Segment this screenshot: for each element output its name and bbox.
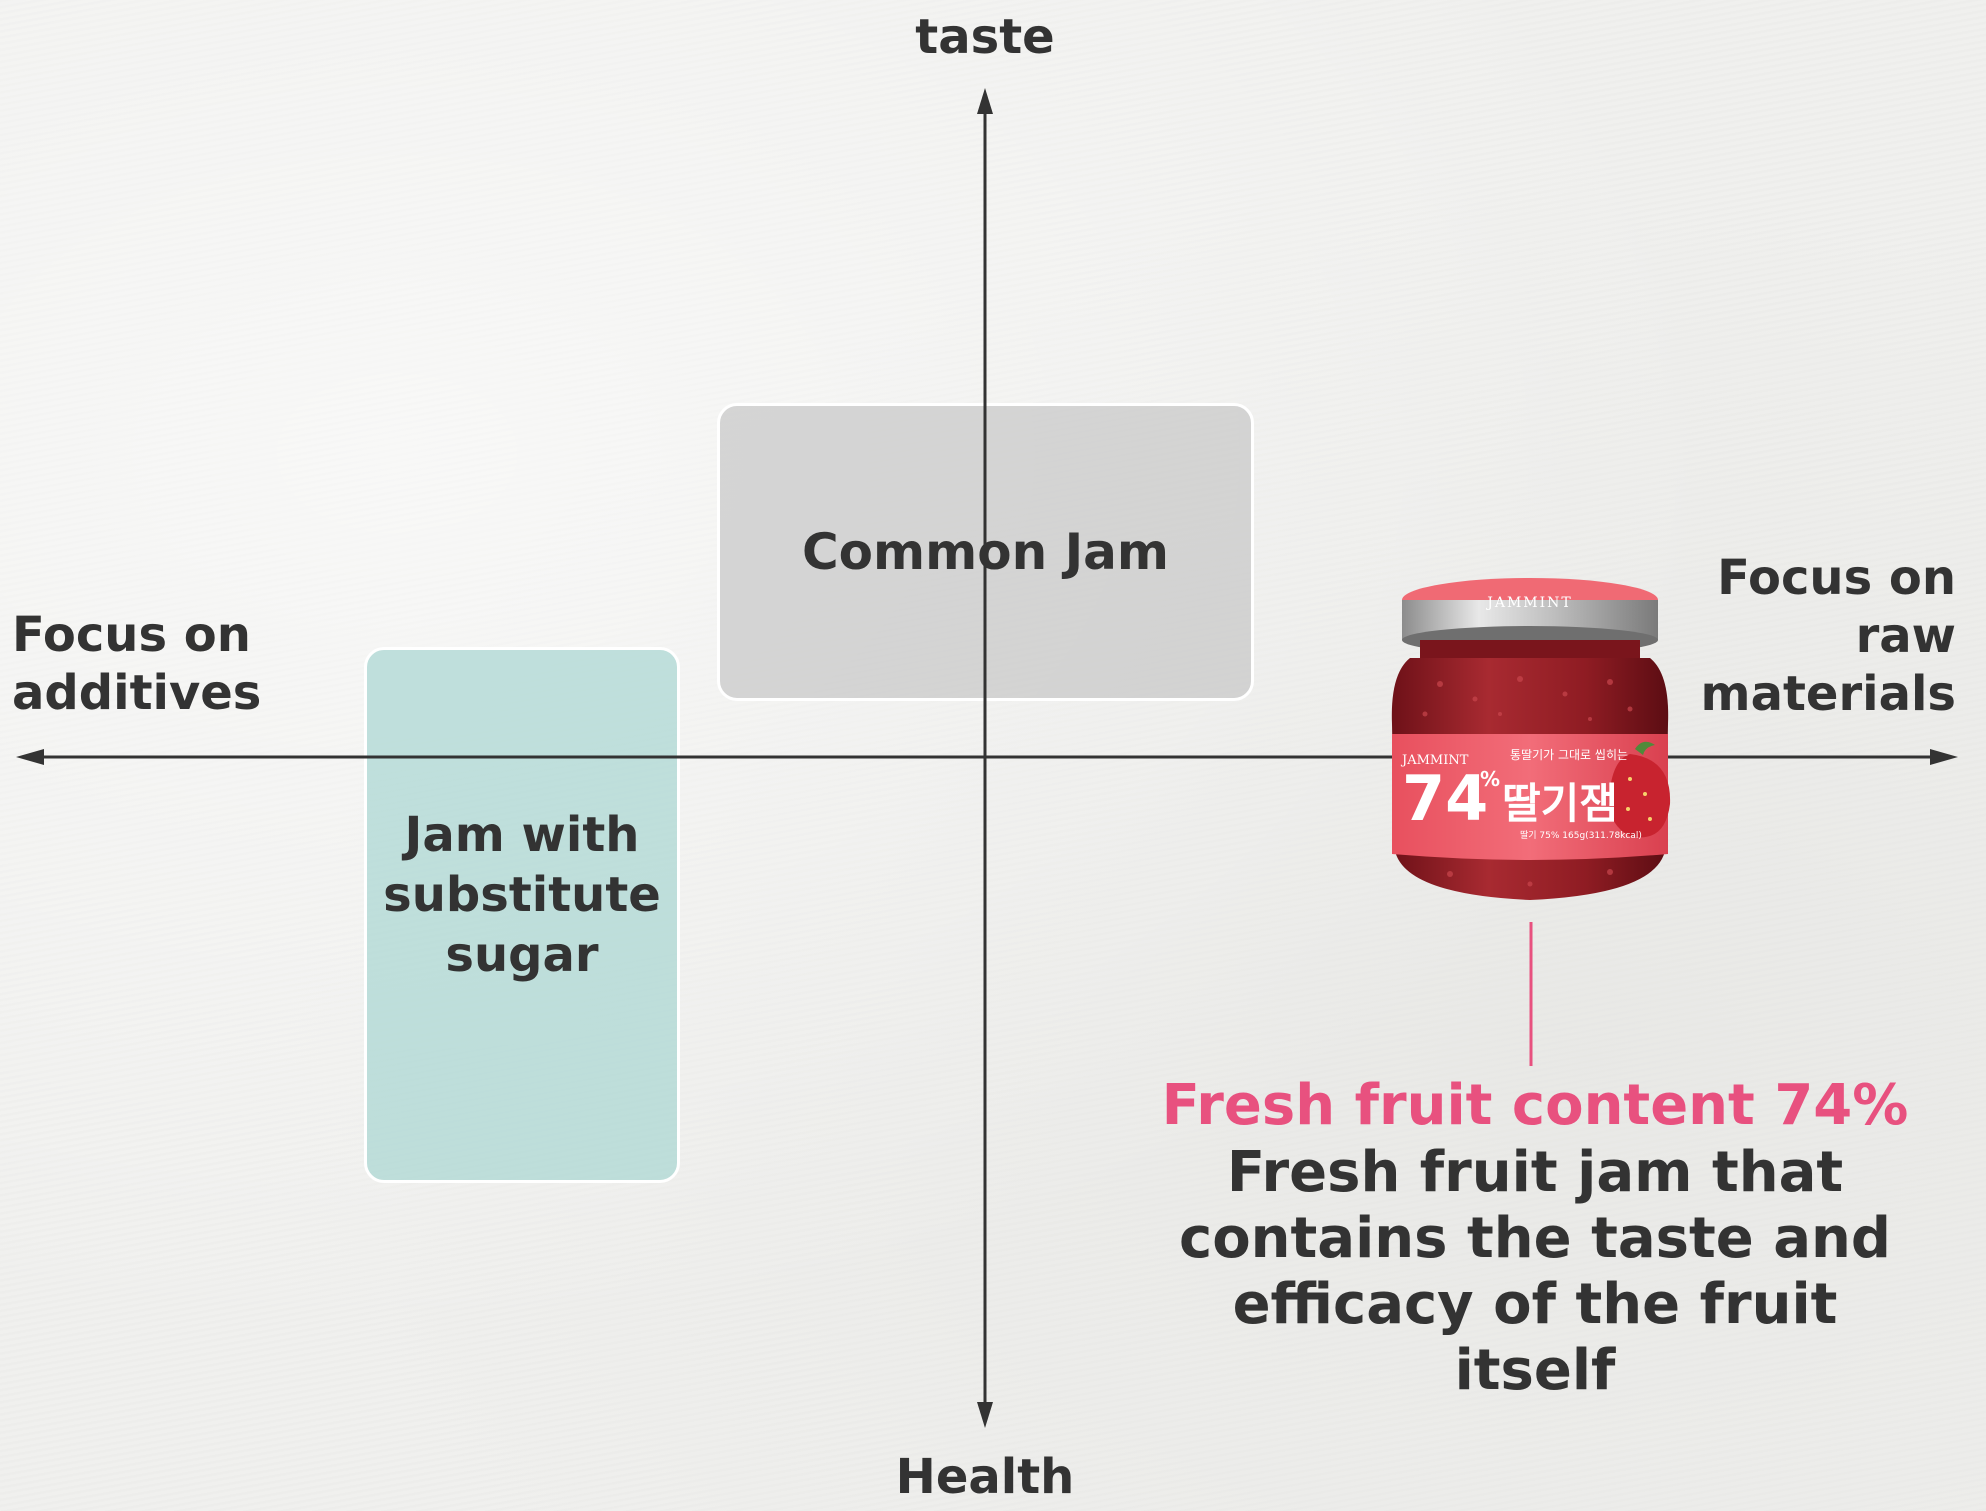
jar-label — [1392, 734, 1668, 860]
label-brand: JAMMINT — [1400, 753, 1469, 768]
axis-label-top: taste — [915, 9, 1055, 65]
strawberry-icon — [1609, 741, 1671, 838]
product-callout: Fresh fruit content 74% Fresh fruit jam … — [1160, 1072, 1910, 1404]
product-description: Fresh fruit jam that contains the taste … — [1179, 1140, 1891, 1403]
fruit-content-highlight: Fresh fruit content 74% — [1161, 1073, 1909, 1138]
arrow-down-icon — [977, 1402, 993, 1428]
axis-label-left: Focus on additives — [12, 607, 262, 721]
jam-jar-image: JAMMINT JAMMINT 통딸기가 그대로 씹히는 74 % 딸기잼 딸기… — [1391, 578, 1671, 900]
arrow-right-icon — [1930, 749, 1958, 765]
arrow-left-icon — [16, 749, 44, 765]
lid-brand: JAMMINT — [1485, 595, 1573, 611]
axis-label-right: Focus on raw materials — [1700, 550, 1956, 722]
label-name: 딸기잼 — [1502, 779, 1618, 828]
axis-label-bottom: Health — [895, 1449, 1075, 1505]
svg-text:%: % — [1480, 767, 1500, 791]
label-percent: 74 — [1402, 762, 1488, 835]
substitute-sugar-label: Jam with substitute sugar — [383, 807, 661, 983]
label-tagline: 통딸기가 그대로 씹히는 — [1510, 748, 1628, 762]
label-fine-print: 딸기 75% 165g(311.78kcal) — [1520, 829, 1642, 841]
substitute-sugar-box: Jam with substitute sugar — [364, 647, 680, 1183]
arrow-up-icon — [977, 88, 993, 114]
